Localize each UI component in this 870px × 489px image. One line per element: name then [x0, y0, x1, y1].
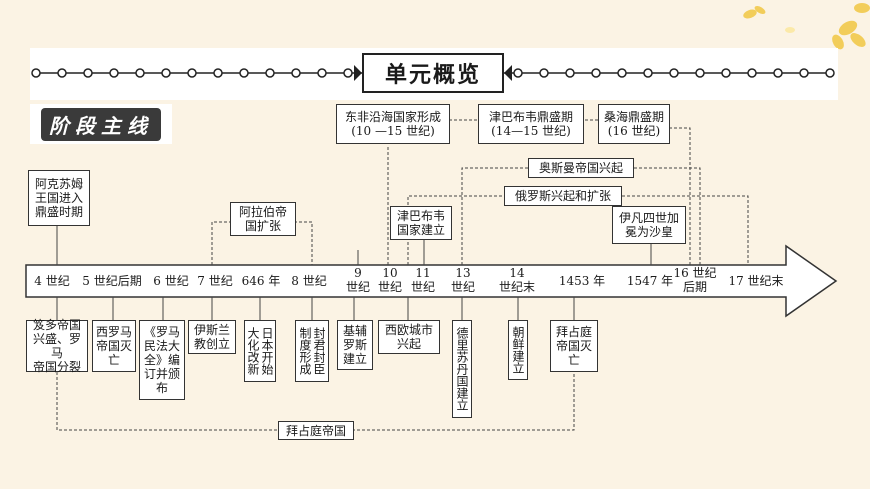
tick-late-14th-century: 14 世纪末	[498, 266, 535, 294]
tick-9th-century: 9 世纪	[345, 266, 370, 294]
tick-1547: 1547 年	[626, 274, 674, 288]
tick-11th-century: 11 世纪	[410, 266, 435, 294]
event-byzantine-fall: 拜占庭 帝国灭 亡	[550, 320, 598, 372]
event-kievan-rus: 基辅 罗斯 建立	[337, 320, 373, 370]
event-arab-expansion: 阿拉伯帝 国扩张	[230, 202, 296, 236]
event-justinian-code: 《罗马 民法大 全》编 订并颁 布	[139, 320, 185, 400]
timeline-arrow	[25, 244, 838, 318]
event-gupta-rome-split: 笈多帝国 兴盛、罗马 帝国分裂	[26, 318, 88, 374]
event-russia-rise: 俄罗斯兴起和扩张	[504, 186, 622, 206]
tick-10th-century: 10 世纪	[377, 266, 402, 294]
tick-646: 646 年	[241, 274, 281, 288]
tick-late-17th-century: 17 世纪末	[728, 274, 784, 288]
event-delhi-sultanate: 德里苏丹国建立	[452, 320, 472, 418]
tick-late-16th-century: 16 世纪 后期	[673, 266, 717, 294]
event-joseon-founded: 朝鲜建立	[508, 320, 528, 380]
tick-late-5th-century: 5 世纪后期	[82, 274, 142, 288]
event-ottoman-rise: 奥斯曼帝国兴起	[528, 158, 634, 178]
event-european-cities: 西欧城市 兴起	[378, 320, 440, 354]
event-taika-reform: 日本开始大化改新	[244, 320, 276, 382]
event-east-africa-states: 东非沿海国家形成 (10 —15 世纪)	[336, 104, 450, 144]
event-zimbabwe-peak: 津巴布韦鼎盛期 (14—15 世纪)	[478, 104, 584, 144]
tick-4th-century: 4 世纪	[34, 274, 70, 288]
tick-7th-century: 7 世纪	[197, 274, 233, 288]
tick-13th-century: 13 世纪	[450, 266, 475, 294]
stage-label-box: 阶段主线	[30, 104, 172, 144]
event-islam-founded: 伊斯兰 教创立	[188, 320, 236, 354]
event-aksum-peak: 阿克苏姆 王国进入 鼎盛时期	[28, 170, 90, 226]
event-west-rome-fall: 西罗马 帝国灭 亡	[92, 320, 136, 372]
event-songhai-peak: 桑海鼎盛期 (16 世纪)	[598, 104, 670, 144]
tick-6th-century: 6 世纪	[153, 274, 189, 288]
tick-1453: 1453 年	[558, 274, 606, 288]
event-ivan-iv-crowned: 伊凡四世加 冕为沙皇	[612, 206, 686, 244]
event-byzantine-empire: 拜占庭帝国	[278, 421, 354, 440]
tick-8th-century: 8 世纪	[291, 274, 327, 288]
stage-label: 阶段主线	[41, 107, 161, 141]
page-title: 单元概览	[362, 53, 504, 93]
event-zimbabwe-founded: 津巴布韦 国家建立	[390, 206, 452, 240]
event-feudal-system: 封君封臣制度形成	[295, 320, 329, 382]
